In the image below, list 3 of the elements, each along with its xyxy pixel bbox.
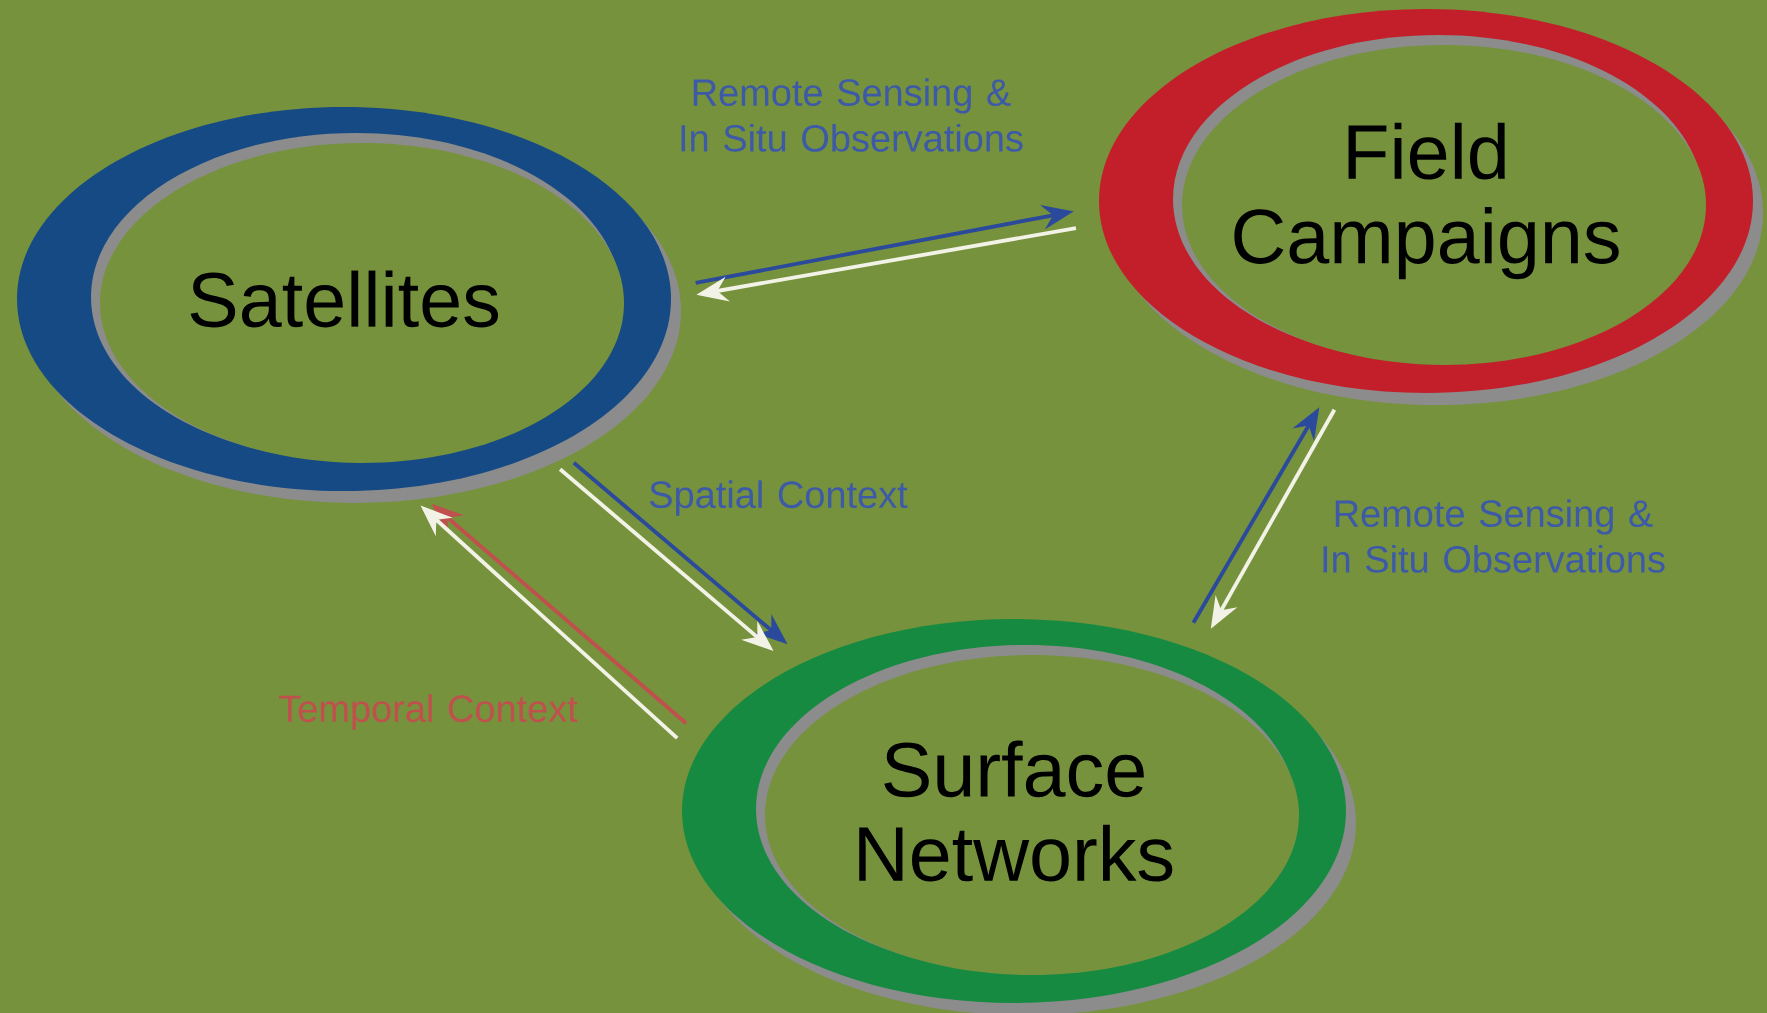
edge-label: Temporal Context — [279, 694, 578, 730]
edge-label: Remote Sensing & In Situ Observations — [1323, 499, 1665, 573]
edge-label: Remote Sensing & In Situ Observations — [681, 78, 1023, 152]
